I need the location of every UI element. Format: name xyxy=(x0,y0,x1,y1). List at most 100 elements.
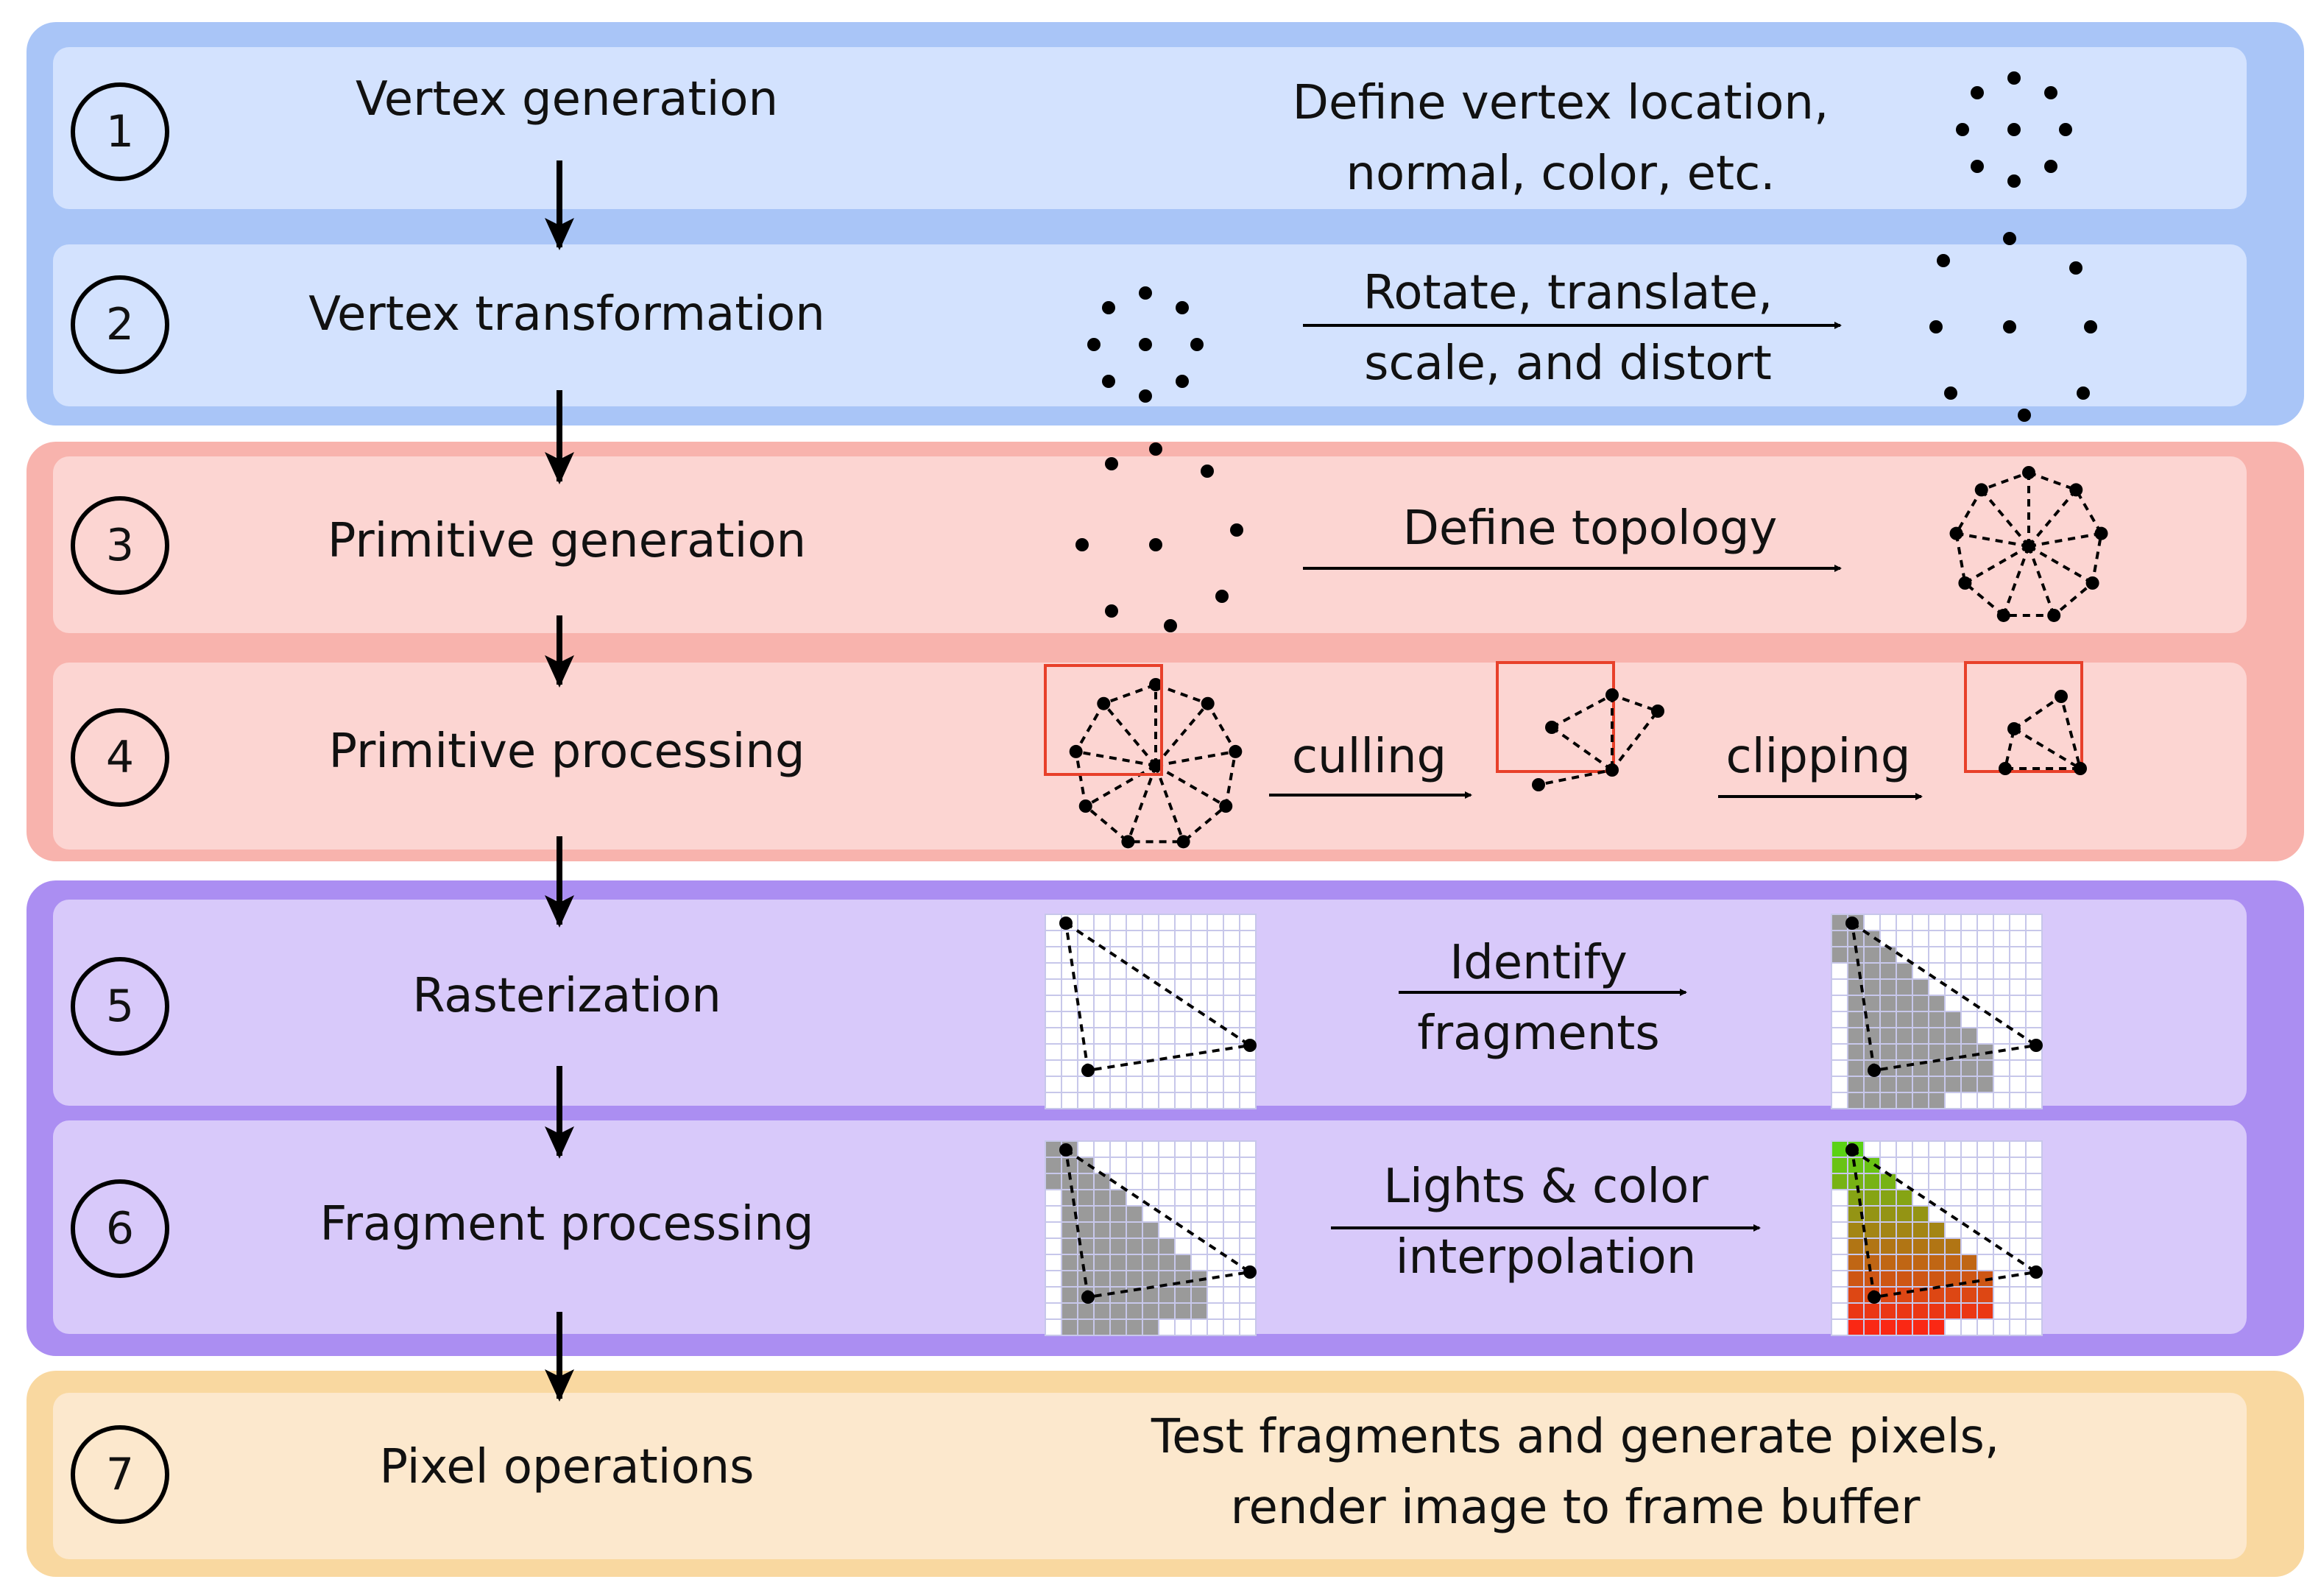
fragment-cell xyxy=(1928,1092,1946,1109)
fragment-cell xyxy=(1223,1286,1240,1304)
fragment-cell xyxy=(1061,1286,1078,1304)
shaded-cell xyxy=(1960,1157,1978,1174)
fragment-cell xyxy=(1174,1140,1192,1158)
shaded-cell xyxy=(1912,1318,1929,1336)
shaded-cell xyxy=(2009,1286,2027,1304)
raster-cell xyxy=(1223,930,1240,947)
fragment-cell xyxy=(1142,1286,1159,1304)
fragment-cell xyxy=(1928,930,1946,947)
step-number-circle: 1 xyxy=(71,82,169,181)
vertex-dot xyxy=(1532,778,1545,791)
fragment-cell xyxy=(2025,914,2043,931)
fragment-cell xyxy=(1223,1173,1240,1190)
fragment-cell xyxy=(1142,1140,1159,1158)
fragment-cell xyxy=(2009,930,2027,947)
raster-cell xyxy=(1077,1092,1095,1109)
vertex-dot xyxy=(1868,1290,1881,1304)
vertex-dot xyxy=(2022,466,2035,479)
raster-cell xyxy=(1061,995,1078,1012)
raster-cell xyxy=(1093,1011,1111,1028)
fragment-cell xyxy=(1061,1318,1078,1336)
fragment-cell xyxy=(2025,995,2043,1012)
raster-cell xyxy=(1207,946,1224,964)
shaded-cell xyxy=(1831,1302,1848,1320)
fragment-cell xyxy=(1045,1318,1062,1336)
shaded-cell xyxy=(1944,1140,1962,1158)
raster-cell xyxy=(1142,1011,1159,1028)
clipped-spoke xyxy=(1550,726,1614,771)
raster-cell xyxy=(1045,930,1062,947)
raster-cell xyxy=(1093,962,1111,980)
fragment-cell xyxy=(1174,1318,1192,1336)
fragment-cell xyxy=(1126,1140,1143,1158)
stage-row-2 xyxy=(53,244,2247,406)
vertex-dot xyxy=(2018,409,2031,422)
fragment-cell xyxy=(1928,1011,1946,1028)
raster-cell xyxy=(1061,1092,1078,1109)
raster-cell xyxy=(1174,930,1192,947)
raster-cell xyxy=(1239,962,1257,980)
fragment-cell xyxy=(1207,1140,1224,1158)
shaded-cell xyxy=(1847,1302,1865,1320)
fragment-cell xyxy=(1126,1254,1143,1271)
raster-cell xyxy=(1142,1043,1159,1061)
shaded-cell xyxy=(2025,1221,2043,1239)
shaded-cell xyxy=(1863,1189,1881,1207)
fragment-cell xyxy=(1831,914,1848,931)
fragment-cell xyxy=(1912,978,1929,996)
fragment-cell xyxy=(1831,1027,1848,1045)
fragment-cell xyxy=(1223,1302,1240,1320)
fragment-cell xyxy=(1077,1302,1095,1320)
stage-label: Primitive processing xyxy=(328,724,805,779)
stage-label: Pixel operations xyxy=(379,1440,755,1494)
vertex-dot xyxy=(1176,301,1189,314)
vertex-dot xyxy=(1845,1143,1859,1157)
triangle-outline xyxy=(1850,919,2041,1073)
fragment-cell xyxy=(2025,946,2043,964)
fragment-cell xyxy=(1993,1076,2010,1093)
fragment-cell xyxy=(1960,962,1978,980)
vertex-dot xyxy=(1139,286,1152,300)
vertex-dot xyxy=(1956,123,1969,136)
vertex-dot xyxy=(1059,917,1073,930)
fragment-cell xyxy=(1896,978,1913,996)
raster-cell xyxy=(1109,1027,1127,1045)
fragment-cell xyxy=(1944,930,1962,947)
shaded-cell xyxy=(1944,1205,1962,1223)
shaded-cell xyxy=(1912,1254,1929,1271)
raster-cell xyxy=(1045,946,1062,964)
vertex-dot xyxy=(1243,1265,1257,1279)
fragment-cell xyxy=(2025,930,2043,947)
raster-cell xyxy=(1142,914,1159,931)
vertex-dot xyxy=(2044,160,2057,173)
raster-cell xyxy=(1126,995,1143,1012)
fragment-cell xyxy=(1142,1157,1159,1174)
fragment-cell xyxy=(1093,1173,1111,1190)
raster-cell xyxy=(1077,946,1095,964)
fragment-cell xyxy=(1093,1270,1111,1288)
raster-cell xyxy=(1126,978,1143,996)
vertex-dot xyxy=(1971,86,1984,99)
fragment-cell xyxy=(1879,1092,1897,1109)
shaded-cell xyxy=(1944,1302,1962,1320)
topology-spoke xyxy=(1102,702,1157,767)
fragment-cell xyxy=(1847,1027,1865,1045)
raster-cell xyxy=(1045,962,1062,980)
fragment-cell xyxy=(1142,1237,1159,1255)
fragment-cell xyxy=(1960,1092,1978,1109)
fragment-cell xyxy=(1831,995,1848,1012)
fragment-cell xyxy=(1158,1237,1176,1255)
raster-cell xyxy=(1223,995,1240,1012)
shaded-cell xyxy=(1912,1237,1929,1255)
fragment-cell xyxy=(1158,1189,1176,1207)
vertex-dot xyxy=(2007,71,2021,85)
fragment-cell xyxy=(1223,1157,1240,1174)
fragment-cell xyxy=(1190,1254,1208,1271)
raster-cell xyxy=(1207,930,1224,947)
shaded-cell xyxy=(1993,1173,2010,1190)
shaded-cell xyxy=(1896,1140,1913,1158)
shaded-cell xyxy=(1928,1254,1946,1271)
shaded-cell xyxy=(1863,1318,1881,1336)
fragment-cell xyxy=(1993,978,2010,996)
raster-cell xyxy=(1174,946,1192,964)
